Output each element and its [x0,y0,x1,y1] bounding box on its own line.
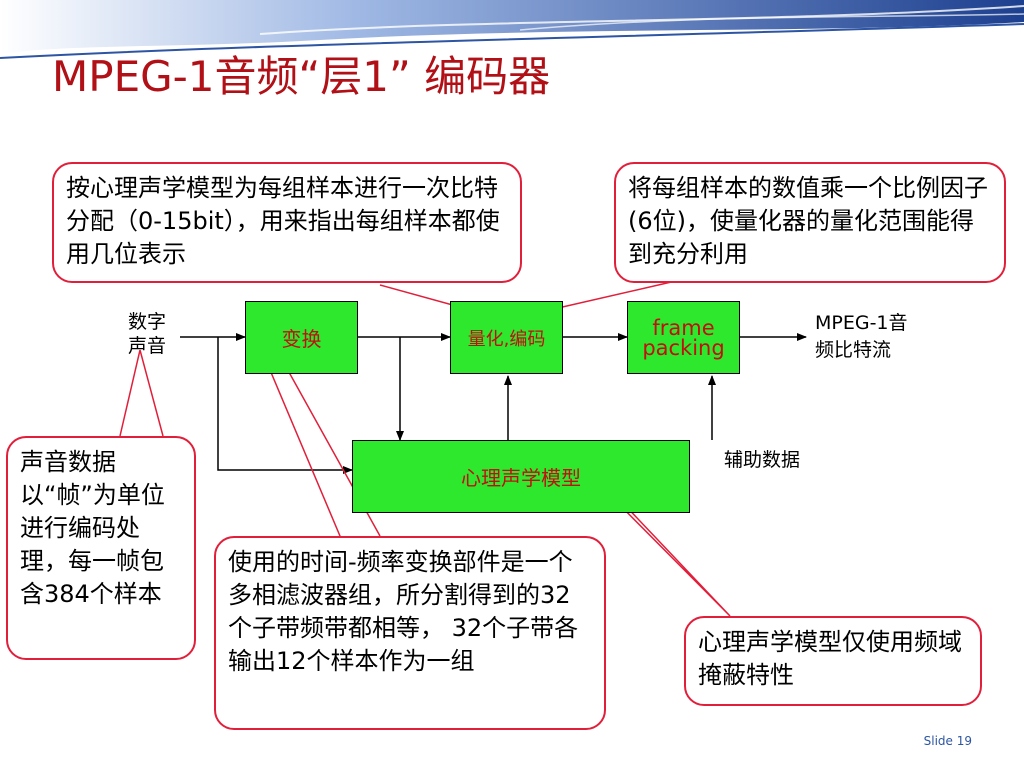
psychoacoustic-model-block-label: 心理声学模型 [461,466,581,490]
page-title: MPEG-1音频“层1” 编码器 [52,52,551,101]
transform-block-label: 变换 [281,327,322,351]
psychoacoustic-model-block: 心理声学模型 [352,440,690,513]
slide-number: Slide 19 [923,734,972,748]
arrow-input-to-psy-model [217,337,353,474]
callout-bit-allocation: 按心理声学模型为每组样本进行一次比特分配（0-15bit），用来指出每组样本都使… [52,162,522,283]
transform-block: 变换 [245,301,358,374]
quantize-encode-block: 量化,编码 [450,301,563,374]
header-decoration [0,0,1024,59]
callout-frame-unit: 声音数据以“帧”为单位进行编码处理，每一帧包含384个样本 [6,436,196,660]
quantize-encode-block-label: 量化,编码 [467,328,546,350]
pointer-filter-bank-edge [269,369,349,556]
callout-scale-factor: 将每组样本的数值乘一个比例因子(6位)，使量化器的量化范围能得到充分利用 [614,162,1006,283]
frame-packing-block-label: frame packing [642,315,725,360]
pointer-scale-factor [544,279,681,312]
callout-filter-bank: 使用的时间-频率变换部件是一个多相滤波器组，所分割得到的32个子带频带都相等， … [214,536,606,730]
output-label: MPEG-1音频比特流 [815,312,908,361]
aux-data-label: 辅助数据 [724,449,801,471]
input-label: 数字声音 [128,311,167,357]
pointer-frame-unit [119,349,164,437]
callout-psy-model-note: 心理声学模型仅使用频域掩蔽特性 [684,616,982,706]
frame-packing-block: frame packing [627,301,740,374]
